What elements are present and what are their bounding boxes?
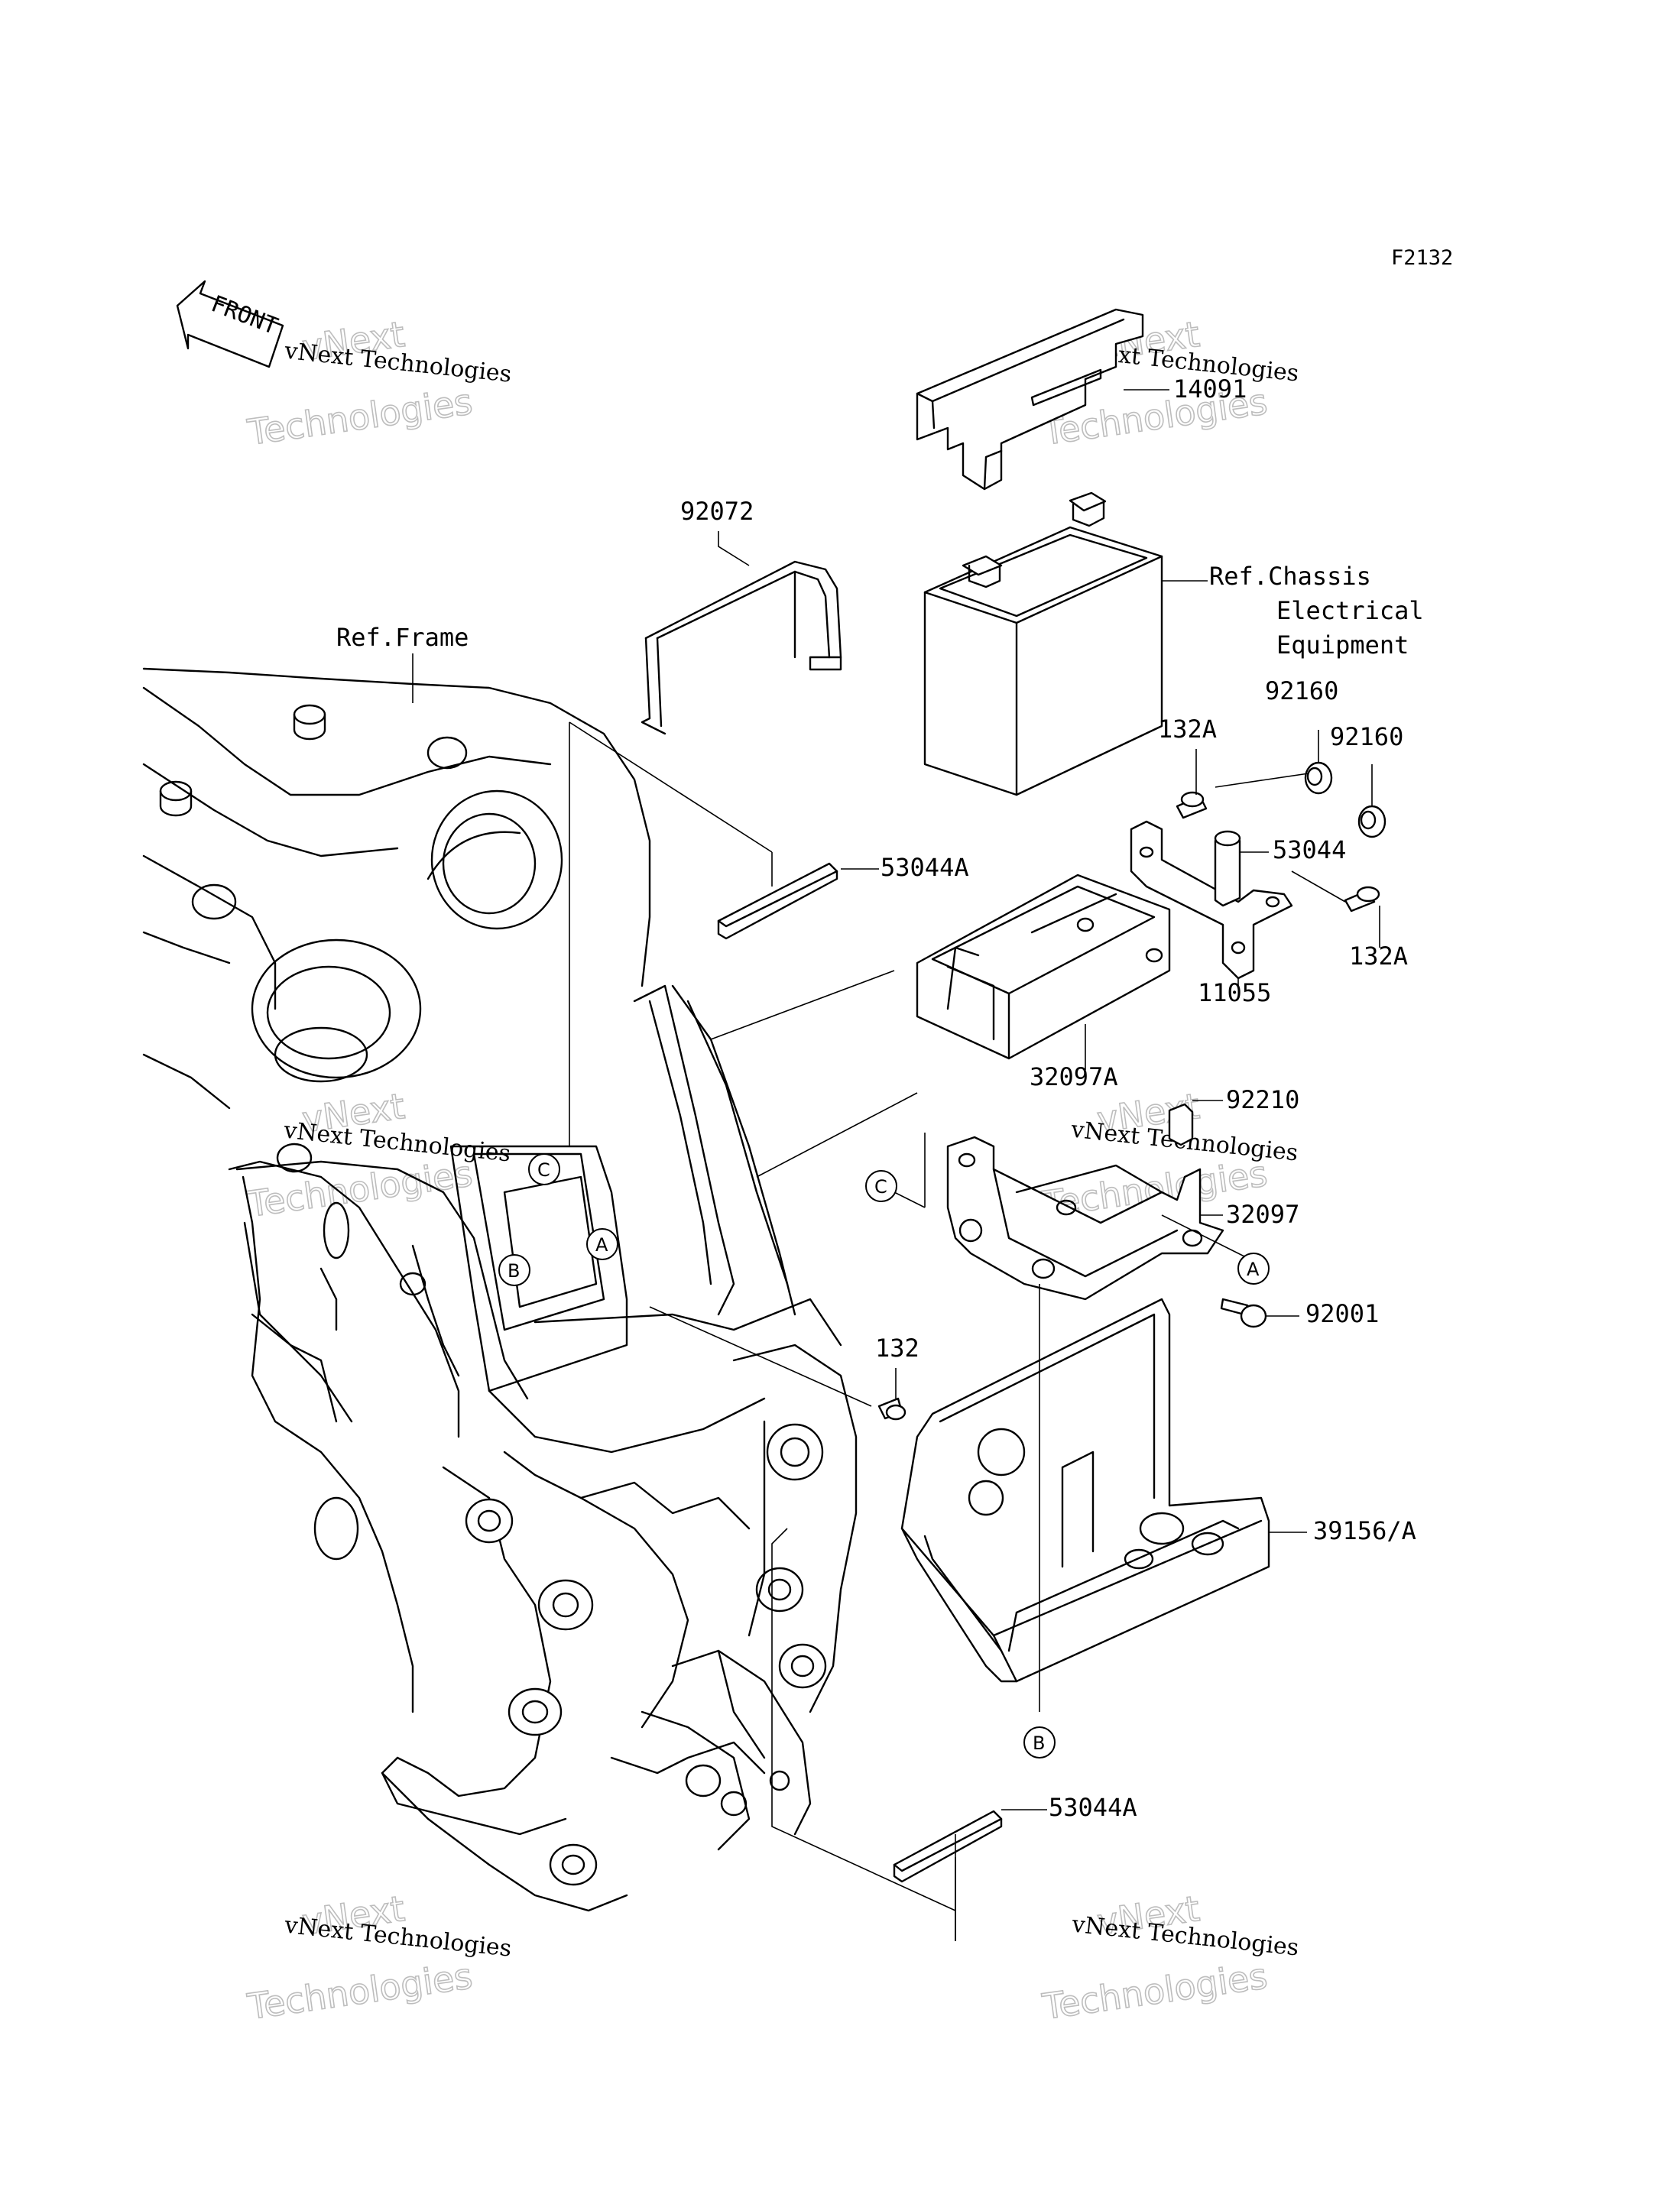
clip-part [1168,1103,1194,1146]
callout-53044: 53044 [1273,835,1346,864]
rubber-strip-top-part [717,862,838,940]
svg-text:C: C [874,1176,887,1198]
rubber-pipe-part [1214,830,1241,907]
battery-holder-part [946,1136,1224,1301]
watermark-technologies: Technologies [1039,1955,1270,2028]
callout-53044a-top: 53044A [881,853,969,882]
callout-32097a: 32097A [1030,1062,1118,1091]
callout-92072: 92072 [680,497,754,526]
marker-a-right: A [1237,1253,1270,1285]
callout-ref-chassis-1: Ref.Chassis [1209,562,1371,591]
watermark-top-left: vNext Technologies vNext Technologies [244,313,513,453]
leader-lines [412,389,1380,1941]
svg-text:B: B [1033,1733,1045,1754]
front-arrow-icon: FRONT [176,280,284,368]
callout-39156a: 39156/A [1313,1516,1416,1545]
marker-a-left: A [586,1228,618,1260]
callout-14091: 14091 [1173,374,1247,404]
watermark-bottom-right: vNext Technologies vNext Technologies [1039,1887,1300,2028]
callout-92001: 92001 [1305,1299,1379,1328]
battery-part [923,491,1163,796]
diagram-code: F2132 [1391,246,1453,270]
marker-b-left: B [498,1254,530,1286]
battery-tray-part [900,1298,1270,1683]
grommet-part [1304,761,1386,838]
marker-c-right: C [865,1170,897,1202]
watermark-technologies: Technologies [245,1955,475,2028]
svg-text:A: A [595,1234,608,1256]
callout-92160-a: 92160 [1265,676,1338,705]
battery-strap-part [641,560,842,735]
callout-132a-b: 132A [1349,942,1408,971]
marker-c-left: C [528,1153,560,1185]
callout-92210: 92210 [1226,1085,1299,1114]
callout-11055: 11055 [1198,978,1271,1007]
svg-text:A: A [1247,1259,1260,1280]
callout-92160-b: 92160 [1330,722,1403,751]
rubber-strip-bottom-part [893,1810,1003,1883]
watermark-bottom-left: vNext Technologies vNext Technologies [244,1887,513,2028]
battery-cover-part [916,308,1144,491]
bolt-part [1176,791,1380,912]
callout-32097: 32097 [1226,1200,1299,1229]
callout-132: 132 [875,1334,919,1363]
watermark-middle-left: vNext Technologies vNext Technologies [244,1084,511,1225]
battery-case-part [916,874,1171,1060]
frame-drawing [142,667,858,1912]
marker-b-right: B [1023,1726,1056,1759]
flange-bolt-part [1220,1298,1267,1328]
watermark-technologies: Technologies [245,381,475,453]
bolt-132-part [877,1397,906,1421]
svg-text:B: B [508,1260,520,1282]
callout-53044a-bottom: 53044A [1049,1793,1137,1822]
callout-ref-frame: Ref.Frame [336,623,469,652]
svg-text:C: C [537,1159,550,1181]
callout-ref-chassis-3: Equipment [1276,630,1409,660]
callout-132a-a: 132A [1158,715,1217,744]
bracket-part [1130,820,1293,980]
callout-ref-chassis-2: Electrical [1276,596,1424,625]
